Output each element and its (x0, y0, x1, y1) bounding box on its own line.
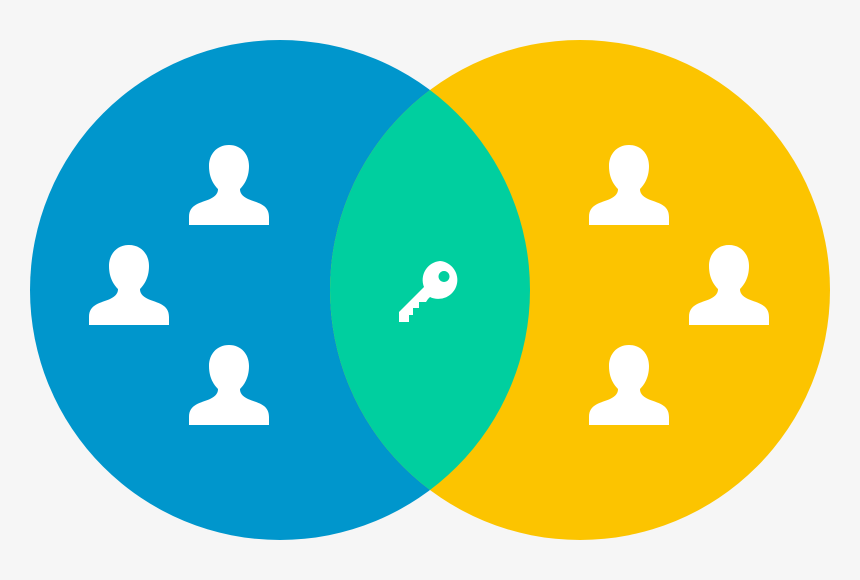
key-icon (399, 261, 458, 322)
intersection-region (330, 40, 530, 540)
